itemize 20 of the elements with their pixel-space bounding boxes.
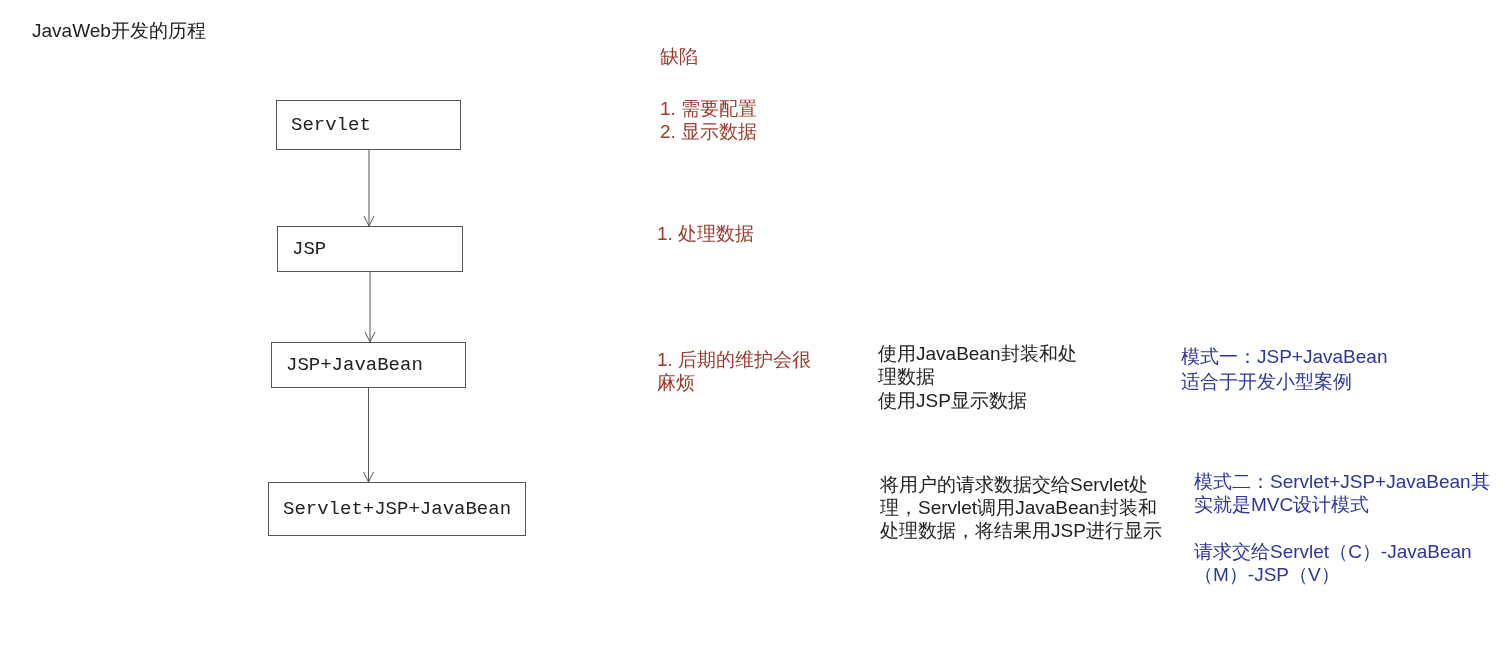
process-box: Servlet+JSP+JavaBean xyxy=(268,482,526,536)
list-item: 2. 显示数据 xyxy=(660,120,759,143)
mode-text: 请求交给Servlet（C）-JavaBean（M）-JSP（V） xyxy=(1194,540,1473,586)
arrow xyxy=(363,149,375,227)
list-item: 1. 处理数据 xyxy=(657,222,756,245)
list-item: 1. 需要配置 xyxy=(660,97,759,120)
process-box: Servlet xyxy=(276,100,461,150)
description-text: 使用JavaBean封装和处理数据 xyxy=(878,342,1078,388)
list-item: 1. 后期的维护会很麻烦 xyxy=(657,348,813,394)
process-box: JSP xyxy=(277,226,463,272)
description-text: 将用户的请求数据交给Servlet处理，Servlet调用JavaBean封装和处理数据，将结果用JSP进行显示 xyxy=(880,473,1163,542)
mode-text: 模式二：Servlet+JSP+JavaBean其实就是MVC设计模式 xyxy=(1194,470,1491,516)
arrow xyxy=(363,387,374,483)
mode-text: 适合于开发小型案例 xyxy=(1181,370,1353,393)
process-box: JSP+JavaBean xyxy=(271,342,466,388)
description-text: 使用JSP显示数据 xyxy=(878,389,1028,412)
arrow xyxy=(364,271,376,343)
title: JavaWeb开发的历程 xyxy=(32,19,206,43)
mode-text: 模式一：JSP+JavaBean xyxy=(1181,345,1389,368)
heading-text: 缺陷 xyxy=(660,45,699,68)
